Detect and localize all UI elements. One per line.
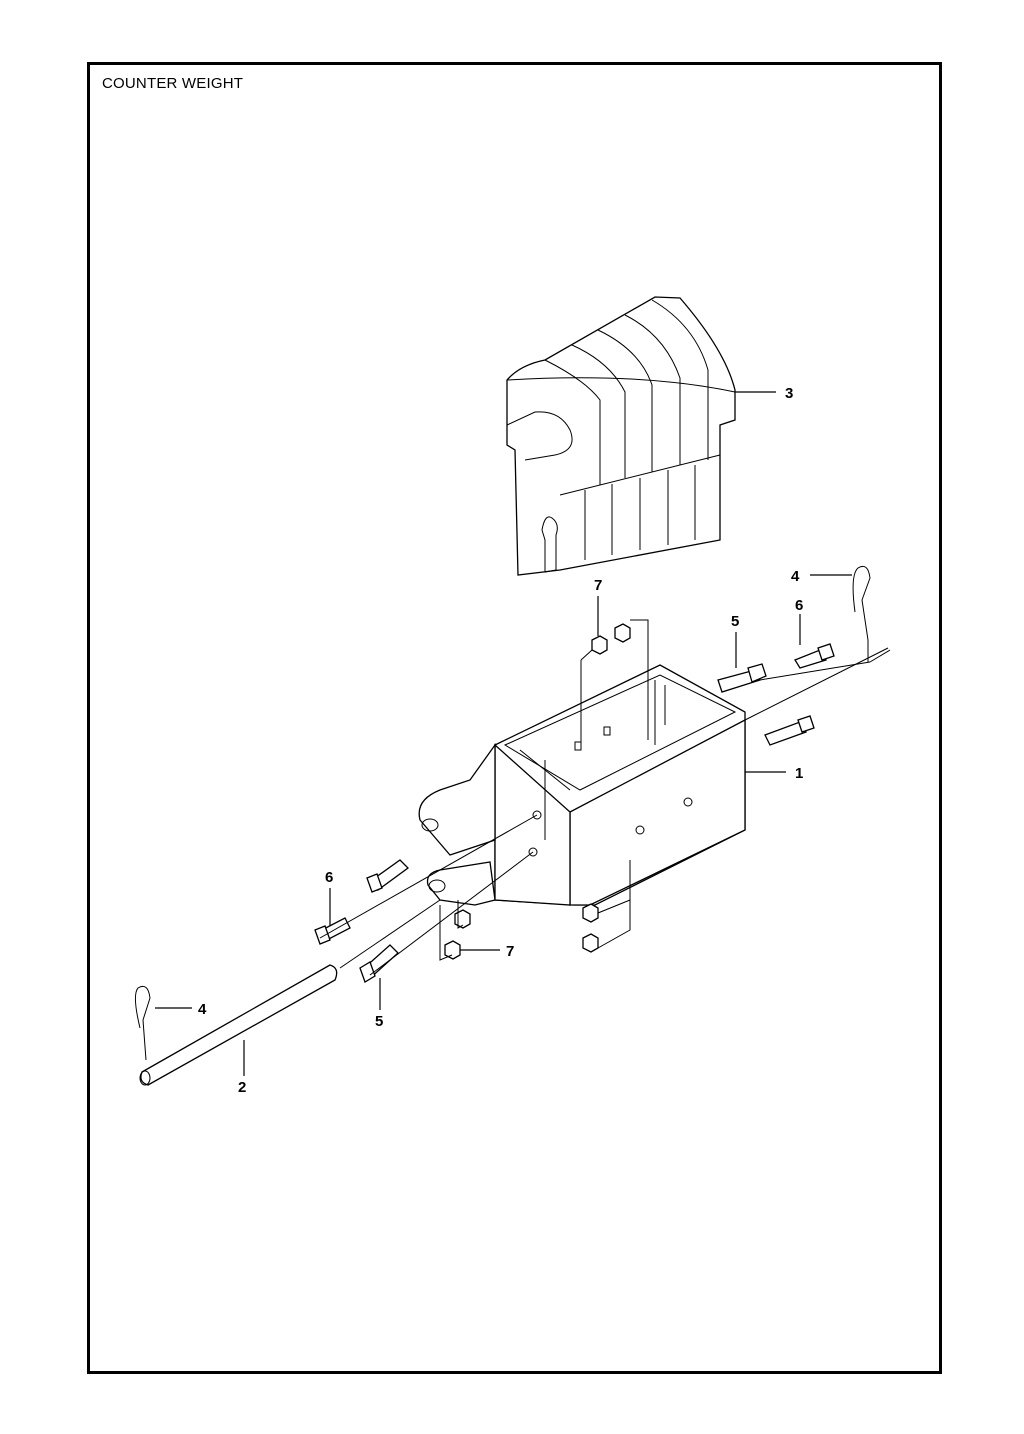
callout-3: 3 (785, 385, 793, 402)
pin-part (139, 964, 338, 1086)
leader-lines (155, 391, 891, 1076)
callout-4-right: 4 (791, 568, 800, 585)
callout-6-left: 6 (325, 869, 333, 886)
bolt-parts (314, 643, 835, 983)
nut-parts (444, 623, 631, 960)
r-clip-part (134, 565, 871, 1061)
bracket-part (418, 664, 746, 906)
callout-7-top: 7 (594, 577, 602, 594)
page-title: COUNTER WEIGHT (102, 75, 244, 92)
callout-5-left: 5 (375, 1013, 383, 1030)
drawing-frame (87, 62, 942, 1374)
callout-7-bottom: 7 (506, 943, 514, 960)
callout-1: 1 (795, 765, 803, 782)
callout-6-right: 6 (795, 597, 803, 614)
callout-4-left: 4 (198, 1001, 207, 1018)
callout-2: 2 (238, 1079, 246, 1096)
counter-weight-part (506, 296, 736, 576)
callout-5-right: 5 (731, 613, 739, 630)
